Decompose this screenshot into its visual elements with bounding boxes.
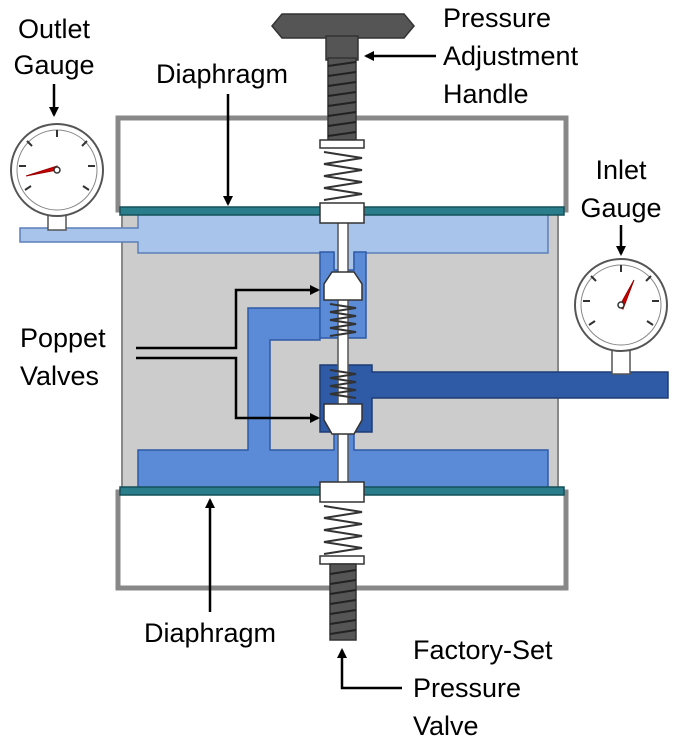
poppet-valves-label-line2: Valves	[20, 361, 99, 391]
lower-poppet	[323, 403, 363, 435]
outlet-gauge-label-line2: Gauge	[13, 50, 94, 80]
pressure-adjustment-label-line3: Handle	[443, 79, 529, 109]
outlet-gauge-hub	[53, 166, 61, 174]
inlet-gauge-stem	[611, 349, 631, 375]
poppet-lower-arrow	[136, 356, 320, 423]
adjustment-handle-bar	[271, 13, 415, 39]
inlet-gauge-ticks	[583, 265, 659, 326]
poppet-valves-label-line1: Poppet	[20, 323, 106, 353]
adjustment-screw-threads	[327, 61, 357, 137]
factory-valve-label-line3: Valve	[413, 711, 479, 741]
factory-valve-label-line2: Pressure	[413, 673, 521, 703]
factory-screw-threads	[329, 569, 357, 635]
top-spring-cap	[319, 139, 365, 149]
top-main-spring	[323, 151, 363, 201]
bottom-main-spring	[323, 505, 363, 555]
inlet-gauge-hub	[617, 301, 625, 309]
adjustment-handle-shaft	[325, 35, 359, 61]
outlet-gauge-ticks	[19, 130, 95, 191]
diaphragm-top-label: Diaphragm	[156, 59, 288, 89]
inlet-gauge-label-line1: Inlet	[595, 155, 647, 185]
pressure-adjustment-label-line1: Pressure	[443, 3, 551, 33]
outlet-gauge-label-line1: Outlet	[18, 14, 91, 44]
inlet-gauge-label-line2: Gauge	[580, 193, 661, 223]
pressure-adjustment-label-line2: Adjustment	[443, 41, 579, 71]
poppet-upper-arrow	[136, 285, 320, 350]
bottom-spring-cap	[319, 555, 365, 565]
callout-arrows	[49, 51, 626, 690]
adjustment-screw	[327, 57, 357, 141]
lower-poppet-spring	[329, 369, 357, 399]
bottom-diaphragm-button	[319, 481, 365, 503]
factory-valve-arrow	[337, 648, 402, 690]
upper-poppet	[323, 271, 363, 301]
upper-poppet-spring	[329, 303, 357, 337]
top-diaphragm-button	[319, 202, 365, 224]
factory-valve-label-line1: Factory-Set	[413, 635, 553, 665]
valve-stem	[337, 221, 349, 485]
diaphragm-bottom-label: Diaphragm	[144, 618, 276, 648]
